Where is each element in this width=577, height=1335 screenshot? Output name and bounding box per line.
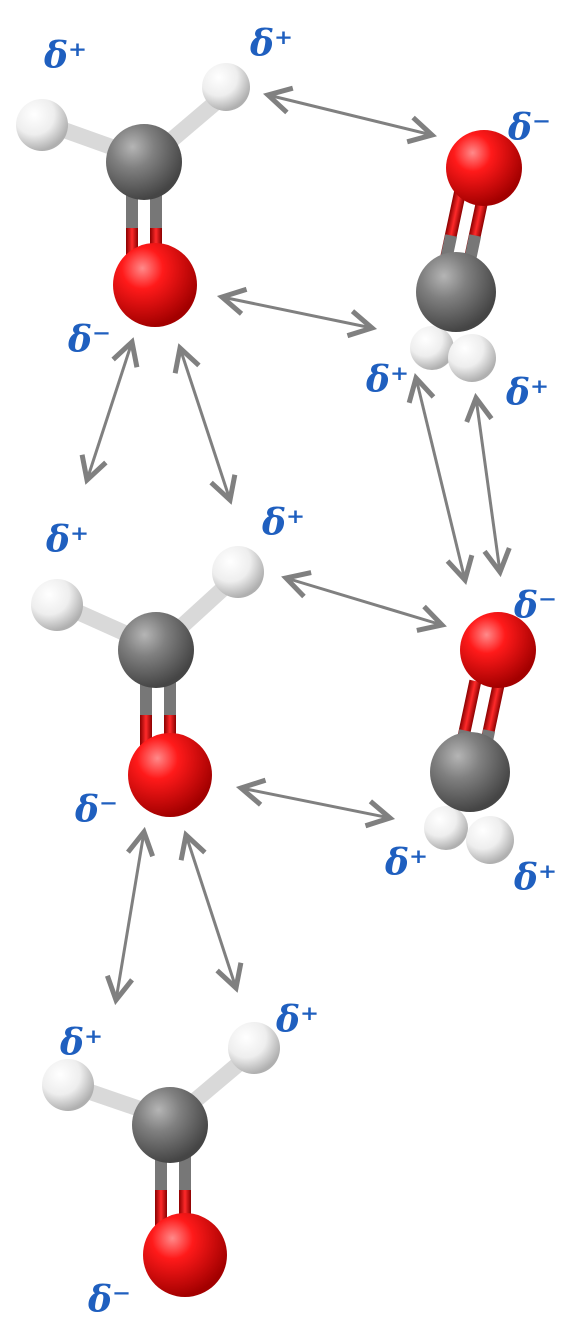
carbon-atom	[430, 732, 510, 812]
partial-positive-label: δ⁺	[275, 999, 319, 1041]
partial-negative-label: δ⁻	[513, 585, 557, 627]
hydrogen-atom	[448, 334, 496, 382]
carbon-atom	[132, 1087, 208, 1163]
partial-negative-label: δ⁻	[507, 107, 551, 149]
hydrogen-atom	[42, 1059, 94, 1111]
partial-positive-label: δ⁺	[261, 502, 305, 544]
partial-positive-label: δ⁺	[365, 359, 409, 401]
dipole-arrow	[180, 348, 230, 500]
dipole-arrow	[476, 398, 500, 572]
partial-positive-label: δ⁺	[43, 35, 87, 77]
hydrogen-atom	[466, 816, 514, 864]
dipole-arrow	[416, 378, 465, 580]
oxygen-atom	[143, 1213, 227, 1297]
molecule-left-3	[42, 1022, 280, 1297]
molecule-left-2	[31, 546, 264, 817]
partial-positive-label: δ⁺	[384, 842, 428, 884]
dipole-arrow	[186, 835, 236, 988]
partial-negative-label: δ⁻	[67, 319, 111, 361]
oxygen-atom	[128, 733, 212, 817]
hydrogen-atom	[410, 326, 454, 370]
molecule-right-2	[424, 612, 536, 864]
hydrogen-atom	[228, 1022, 280, 1074]
dipole-arrow	[87, 342, 132, 480]
partial-negative-label: δ⁻	[74, 789, 118, 831]
hydrogen-atom	[16, 99, 68, 151]
oxygen-atom	[113, 243, 197, 327]
hydrogen-atom	[31, 579, 83, 631]
dipole-arrow	[268, 95, 432, 135]
dipole-arrow	[286, 578, 442, 625]
hydrogen-atom	[212, 546, 264, 598]
hydrogen-atom	[424, 806, 468, 850]
carbon-atom	[106, 124, 182, 200]
dipole-arrow	[222, 297, 372, 328]
carbon-atom	[416, 252, 496, 332]
dipole-arrow	[116, 832, 144, 1000]
partial-negative-label: δ⁻	[87, 1279, 131, 1321]
partial-positive-label: δ⁺	[249, 23, 293, 65]
partial-positive-label: δ⁺	[513, 857, 557, 899]
hydrogen-atom	[202, 63, 250, 111]
partial-positive-label: δ⁺	[505, 372, 549, 414]
partial-positive-label: δ⁺	[59, 1022, 103, 1064]
interaction-arrows	[87, 95, 500, 1000]
charge-labels: δ⁺ δ⁺ δ⁻ δ⁻ δ⁺ δ⁺ δ⁺ δ⁺ δ⁻ δ⁻ δ⁺ δ⁺ δ⁺ δ…	[43, 23, 557, 1321]
oxygen-atom	[460, 612, 536, 688]
carbon-atom	[118, 612, 194, 688]
dipole-arrow	[241, 788, 390, 818]
partial-positive-label: δ⁺	[45, 519, 89, 561]
oxygen-atom	[446, 130, 522, 206]
molecule-right-1	[410, 130, 522, 382]
molecule-left-1	[16, 63, 250, 327]
